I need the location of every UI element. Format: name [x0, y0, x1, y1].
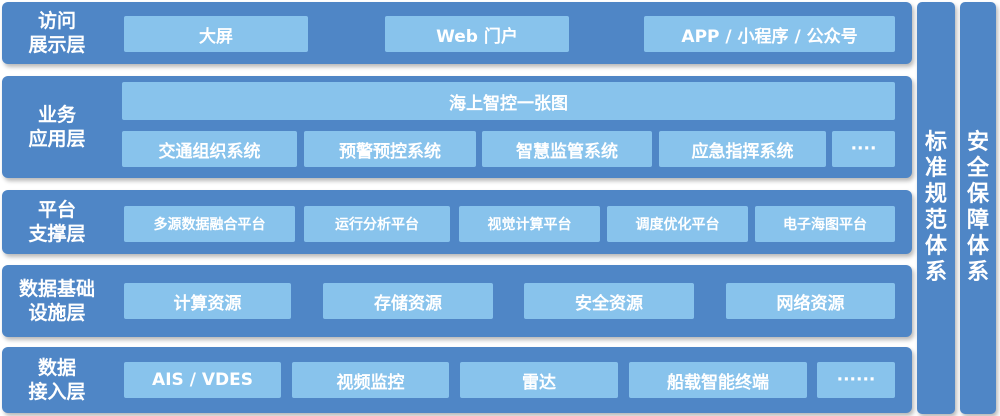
business-banner: 海上智控一张图 [122, 82, 895, 120]
access-layer: 数据 接入层 AIS / VDES 视频监控 雷达 船载智能终端 ······ [2, 347, 912, 413]
standards-char-6: 系 [924, 260, 947, 285]
standards-char-2: 准 [924, 156, 947, 181]
standards-panel: 标 准 规 范 体 系 [917, 2, 955, 414]
infra-item-network: 网络资源 [726, 283, 895, 319]
business-item-warning: 预警预控系统 [304, 131, 476, 167]
business-layer-title-line1: 业务 [37, 104, 76, 126]
security-char-4: 障 [966, 208, 989, 233]
platform-item-fusion: 多源数据融合平台 [124, 206, 295, 242]
infra-item-compute: 计算资源 [124, 283, 291, 319]
platform-layer-title: 平台 支撑层 [2, 190, 112, 254]
business-item-emergency: 应急指挥系统 [659, 131, 826, 167]
security-char-6: 系 [966, 260, 989, 285]
security-char-5: 体 [966, 234, 989, 259]
display-item-web-portal: Web 门户 [385, 16, 569, 52]
display-layer: 访问 展示层 大屏 Web 门户 APP / 小程序 / 公众号 [2, 2, 912, 64]
access-layer-title-line1: 数据 [37, 357, 76, 379]
infra-item-storage: 存储资源 [323, 283, 493, 319]
access-item-video: 视频监控 [292, 362, 449, 398]
business-item-traffic: 交通组织系统 [122, 131, 297, 167]
display-item-app: APP / 小程序 / 公众号 [644, 16, 895, 52]
platform-layer: 平台 支撑层 多源数据融合平台 运行分析平台 视觉计算平台 调度优化平台 电子海… [2, 190, 912, 254]
access-item-radar: 雷达 [460, 362, 618, 398]
standards-char-4: 范 [924, 208, 947, 233]
security-panel: 安 全 保 障 体 系 [960, 2, 996, 414]
display-layer-title: 访问 展示层 [2, 2, 112, 64]
platform-item-dispatch: 调度优化平台 [607, 206, 748, 242]
business-item-more: ···· [832, 131, 895, 167]
standards-char-5: 体 [924, 234, 947, 259]
standards-char-1: 标 [924, 130, 947, 155]
infra-item-security: 安全资源 [524, 283, 694, 319]
display-item-big-screen: 大屏 [124, 16, 308, 52]
display-layer-title-line2: 展示层 [28, 34, 86, 56]
security-char-2: 全 [966, 156, 989, 181]
display-layer-title-line1: 访问 [37, 10, 76, 32]
infra-layer: 数据基础 设施层 计算资源 存储资源 安全资源 网络资源 [2, 265, 912, 337]
access-item-ais: AIS / VDES [124, 362, 281, 398]
platform-item-vision: 视觉计算平台 [459, 206, 600, 242]
platform-item-analysis: 运行分析平台 [304, 206, 450, 242]
business-layer-title: 业务 应用层 [2, 76, 112, 178]
infra-layer-title-line2: 设施层 [28, 302, 86, 324]
business-item-supervision: 智慧监管系统 [482, 131, 652, 167]
access-item-more: ······ [817, 362, 895, 398]
infra-layer-title: 数据基础 设施层 [2, 265, 112, 337]
platform-layer-title-line2: 支撑层 [28, 223, 86, 245]
business-layer-title-line2: 应用层 [28, 128, 86, 150]
infra-layer-title-line1: 数据基础 [18, 278, 95, 300]
platform-layer-title-line1: 平台 [37, 199, 76, 221]
security-char-1: 安 [966, 130, 989, 155]
access-layer-title-line2: 接入层 [28, 381, 86, 403]
standards-char-3: 规 [924, 182, 947, 207]
access-item-terminal: 船载智能终端 [629, 362, 807, 398]
access-layer-title: 数据 接入层 [2, 347, 112, 413]
business-layer: 业务 应用层 海上智控一张图 交通组织系统 预警预控系统 智慧监管系统 应急指挥… [2, 76, 912, 178]
security-char-3: 保 [966, 182, 989, 207]
platform-item-chart: 电子海图平台 [755, 206, 895, 242]
